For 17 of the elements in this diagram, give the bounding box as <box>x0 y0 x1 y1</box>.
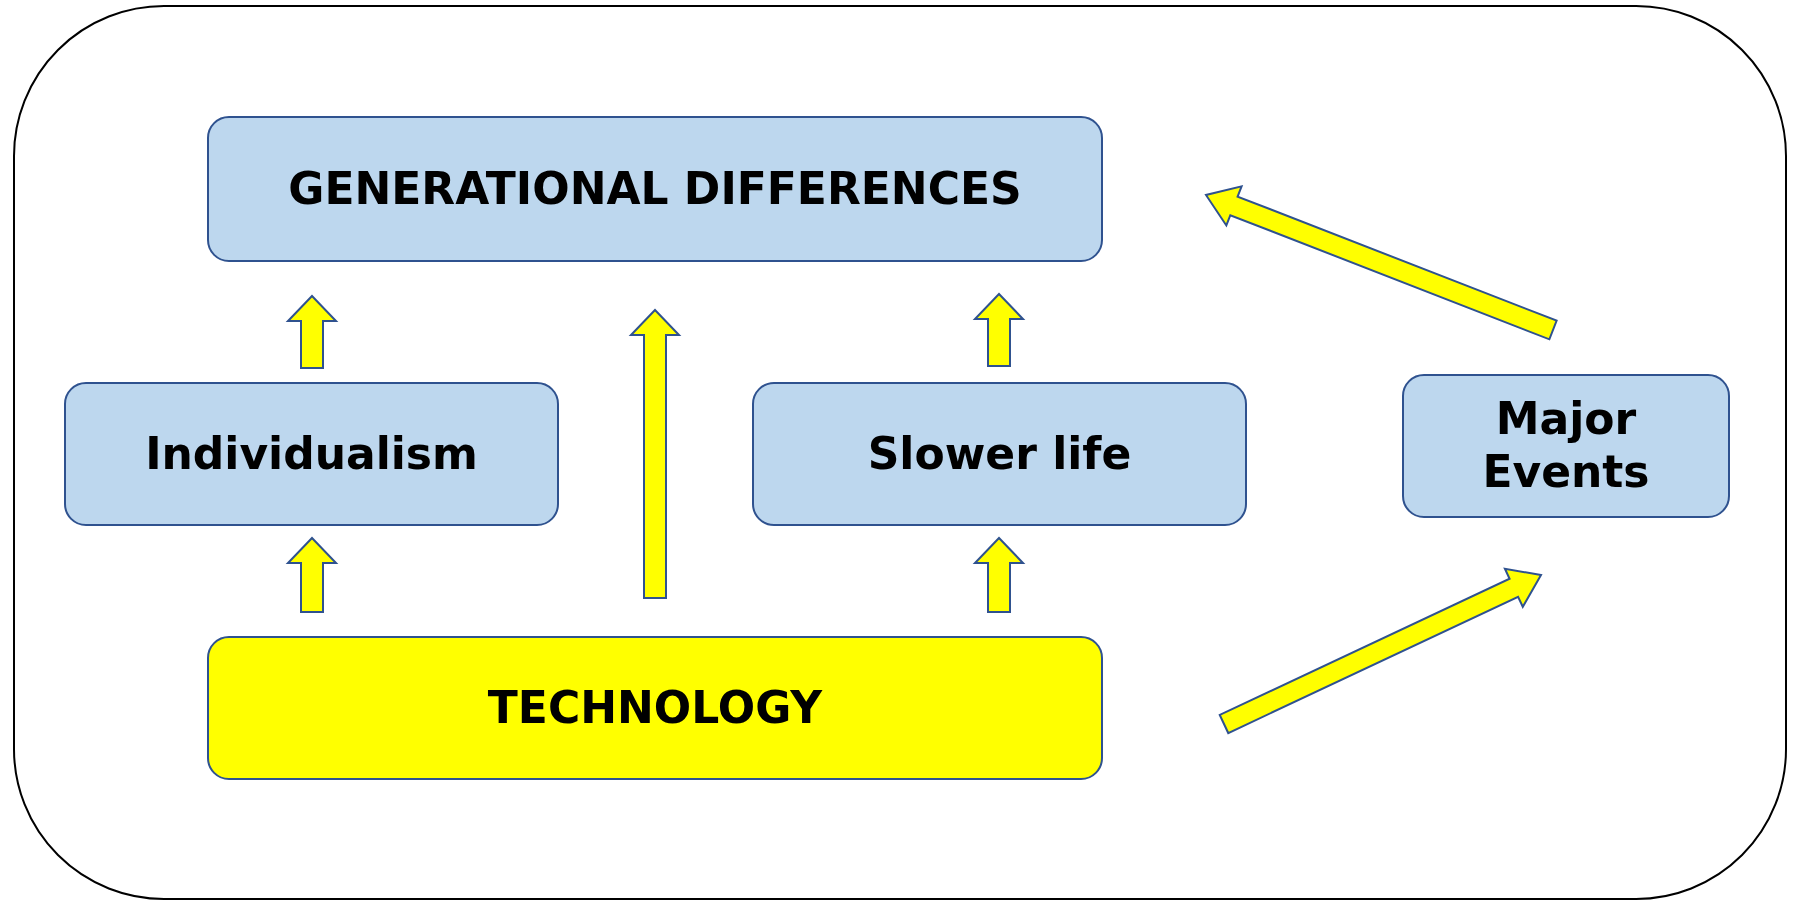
rounded-box <box>752 382 1247 526</box>
box-label: Individualism <box>145 427 478 481</box>
block-arrow <box>1218 567 1543 735</box>
rounded-box <box>1402 374 1730 518</box>
block-arrow <box>285 536 339 613</box>
box-label: Slower life <box>867 427 1132 481</box>
box-label: Major Events <box>1481 393 1651 499</box>
rounded-box <box>64 382 559 526</box>
block-arrow <box>972 292 1026 367</box>
block-arrow <box>1204 184 1558 341</box>
block-arrow <box>285 294 339 369</box>
box-label: GENERATIONAL DIFFERENCES <box>288 162 1022 216</box>
rounded-box <box>207 116 1103 262</box>
block-arrow <box>972 536 1026 613</box>
block-arrow <box>628 308 682 599</box>
box-label: TECHNOLOGY <box>487 681 823 735</box>
rounded-box <box>207 636 1103 780</box>
